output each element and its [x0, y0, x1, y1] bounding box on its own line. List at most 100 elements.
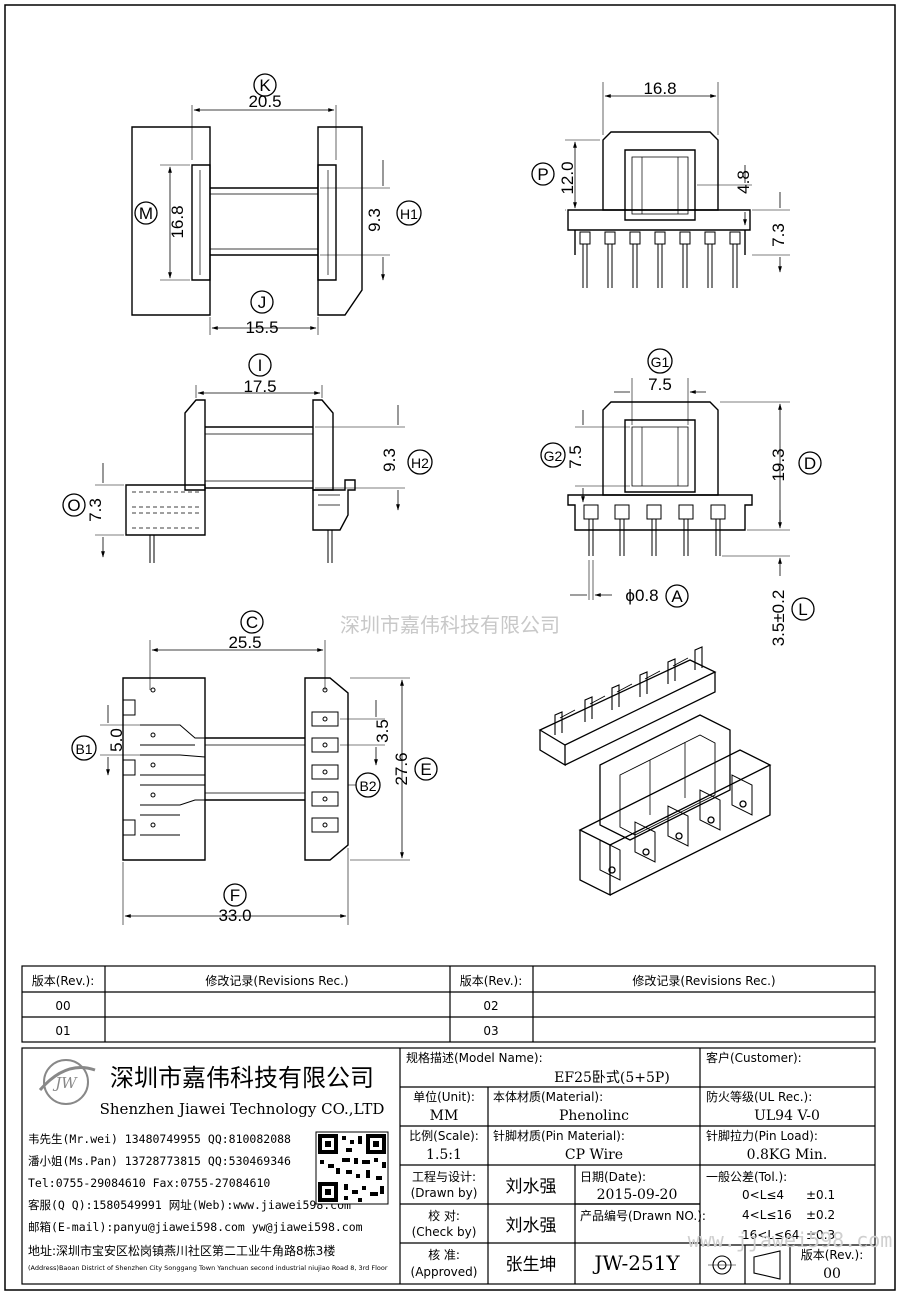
- callout-g1: G1: [647, 348, 673, 374]
- dim-j-value: 15.5: [245, 318, 278, 337]
- dim-i-value: 17.5: [243, 377, 276, 396]
- contact-line-2: Tel:0755-29084610 Fax:0755-27084610: [28, 1176, 270, 1190]
- callout-h1: H1: [396, 200, 422, 226]
- svg-text:L: L: [798, 600, 807, 619]
- tol-range-2: 16<L≤64: [742, 1228, 799, 1242]
- dim-p-value: 12.0: [558, 161, 577, 194]
- svg-text:M: M: [139, 204, 153, 223]
- dim-front-73: 7.3: [769, 223, 788, 247]
- approve-label: 核 准:: [428, 1248, 460, 1262]
- dim-k-value: 20.5: [248, 92, 281, 111]
- rev-row-1-b: 03: [483, 1024, 498, 1038]
- rev-row-0-b: 02: [483, 999, 498, 1013]
- scale-label: 比例(Scale):: [409, 1129, 479, 1143]
- callout-h2: H2: [407, 449, 433, 475]
- svg-text:H1: H1: [400, 206, 418, 222]
- callout-b2: B2: [355, 772, 381, 798]
- isometric-view: [538, 646, 772, 897]
- dim-g2-value: 7.5: [566, 445, 585, 469]
- dim-pin-diameter: ϕ0.8: [625, 586, 658, 605]
- rev-row-0-a: 00: [55, 999, 70, 1013]
- pin-material-label: 针脚材质(Pin Material):: [493, 1128, 625, 1143]
- dim-bottom-35: 3.5: [373, 719, 392, 743]
- top-view: [131, 105, 390, 335]
- company-name-en: Shenzhen Jiawei Technology CO.,LTD: [100, 1100, 385, 1118]
- svg-text:F: F: [230, 886, 240, 905]
- rev-row-1-a: 01: [55, 1024, 70, 1038]
- drawn-no-value: JW-251Y: [592, 1251, 680, 1275]
- svg-text:B1: B1: [75, 741, 92, 757]
- contact-line-5: 地址:深圳市宝安区松岗镇燕川社区第二工业牛角路8栋3楼: [28, 1243, 335, 1258]
- qr-code: [315, 1131, 389, 1205]
- unit-label: 单位(Unit):: [413, 1089, 475, 1104]
- check-label: 校 对:: [428, 1208, 460, 1223]
- rev-header-b: 版本(Rev.):: [460, 974, 523, 988]
- callout-b1: B1: [71, 735, 97, 761]
- dim-c-value: 25.5: [228, 633, 261, 652]
- svg-text:E: E: [420, 760, 431, 779]
- callout-d: D: [798, 451, 822, 475]
- tol-value-1: ±0.2: [806, 1208, 835, 1222]
- callout-a: A: [665, 584, 689, 608]
- dim-m-value: 16.8: [168, 205, 187, 238]
- unit-value: MM: [430, 1108, 459, 1124]
- drawn-no-label: 产品编号(Drawn NO.):: [580, 1208, 706, 1223]
- svg-text:G2: G2: [544, 448, 563, 464]
- svg-text:H2: H2: [411, 455, 429, 471]
- side-view: [95, 385, 405, 563]
- material-label: 本体材质(Material):: [493, 1090, 603, 1104]
- svg-text:K: K: [259, 76, 271, 95]
- tol-value-2: ±0.3: [806, 1228, 835, 1242]
- callout-c: C: [240, 610, 264, 634]
- dim-g1-value: 7.5: [648, 375, 672, 394]
- rev-header-a: 版本(Rev.):: [32, 974, 95, 988]
- drawing-border: [4, 4, 896, 1291]
- dim-front-48: 4.8: [734, 170, 753, 194]
- drawn-value: 刘水强: [506, 1177, 557, 1197]
- svg-text:I: I: [258, 356, 263, 375]
- svg-text:G1: G1: [651, 354, 670, 370]
- tolerance-label: 一般公差(Tol.):: [706, 1169, 787, 1184]
- pin-load-label: 针脚拉力(Pin Load):: [706, 1128, 818, 1143]
- approve-sub: (Approved): [411, 1265, 478, 1279]
- drawn-label: 工程与设计:: [412, 1169, 476, 1184]
- callout-p: P: [531, 162, 555, 186]
- pin-material-value: CP Wire: [565, 1147, 623, 1163]
- date-label: 日期(Date):: [580, 1170, 646, 1184]
- callout-j: J: [250, 290, 274, 314]
- callout-e: E: [414, 757, 438, 781]
- svg-text:J: J: [258, 293, 267, 312]
- rev-label: 版本(Rev.):: [801, 1248, 864, 1262]
- watermark-text: 深圳市嘉伟科技有限公司: [340, 613, 560, 637]
- contact-line-3: 客服(Q Q):1580549991 网址(Web):www.jiawei598…: [28, 1198, 351, 1212]
- svg-text:D: D: [804, 454, 816, 473]
- svg-text:P: P: [537, 165, 548, 184]
- tol-value-0: ±0.1: [806, 1188, 835, 1202]
- callout-o: O: [62, 493, 86, 517]
- material-value: Phenolinc: [559, 1108, 629, 1124]
- end-view: [567, 378, 790, 600]
- check-sub: (Check by): [412, 1225, 477, 1239]
- dim-b1-value: 5.0: [107, 728, 126, 752]
- model-value: EF25卧式(5+5P): [554, 1070, 670, 1086]
- dim-h1-value: 9.3: [365, 208, 384, 232]
- dim-l-value: 3.5±0.2: [769, 590, 788, 647]
- callout-l: L: [791, 597, 815, 621]
- model-label: 规格描述(Model Name):: [406, 1050, 543, 1065]
- callout-i: I: [248, 353, 272, 377]
- address-en: (Address)Baoan District of Shenzhen City…: [28, 1264, 388, 1272]
- svg-text:JW: JW: [52, 1074, 78, 1092]
- front-view: [565, 82, 790, 288]
- check-value: 刘水强: [506, 1216, 557, 1236]
- rec-header-b: 修改记录(Revisions Rec.): [632, 973, 775, 988]
- approve-value: 张生坤: [506, 1255, 557, 1275]
- bottom-view: [100, 640, 410, 925]
- dim-e-value: 27.6: [392, 752, 411, 785]
- callout-k: K: [253, 73, 277, 97]
- scale-value: 1.5:1: [426, 1147, 462, 1163]
- callout-f: F: [223, 883, 247, 907]
- contact-line-1: 潘小姐(Ms.Pan) 13728773815 QQ:530469346: [28, 1154, 291, 1168]
- callout-g2: G2: [540, 442, 566, 468]
- projection-symbol: [708, 1250, 781, 1280]
